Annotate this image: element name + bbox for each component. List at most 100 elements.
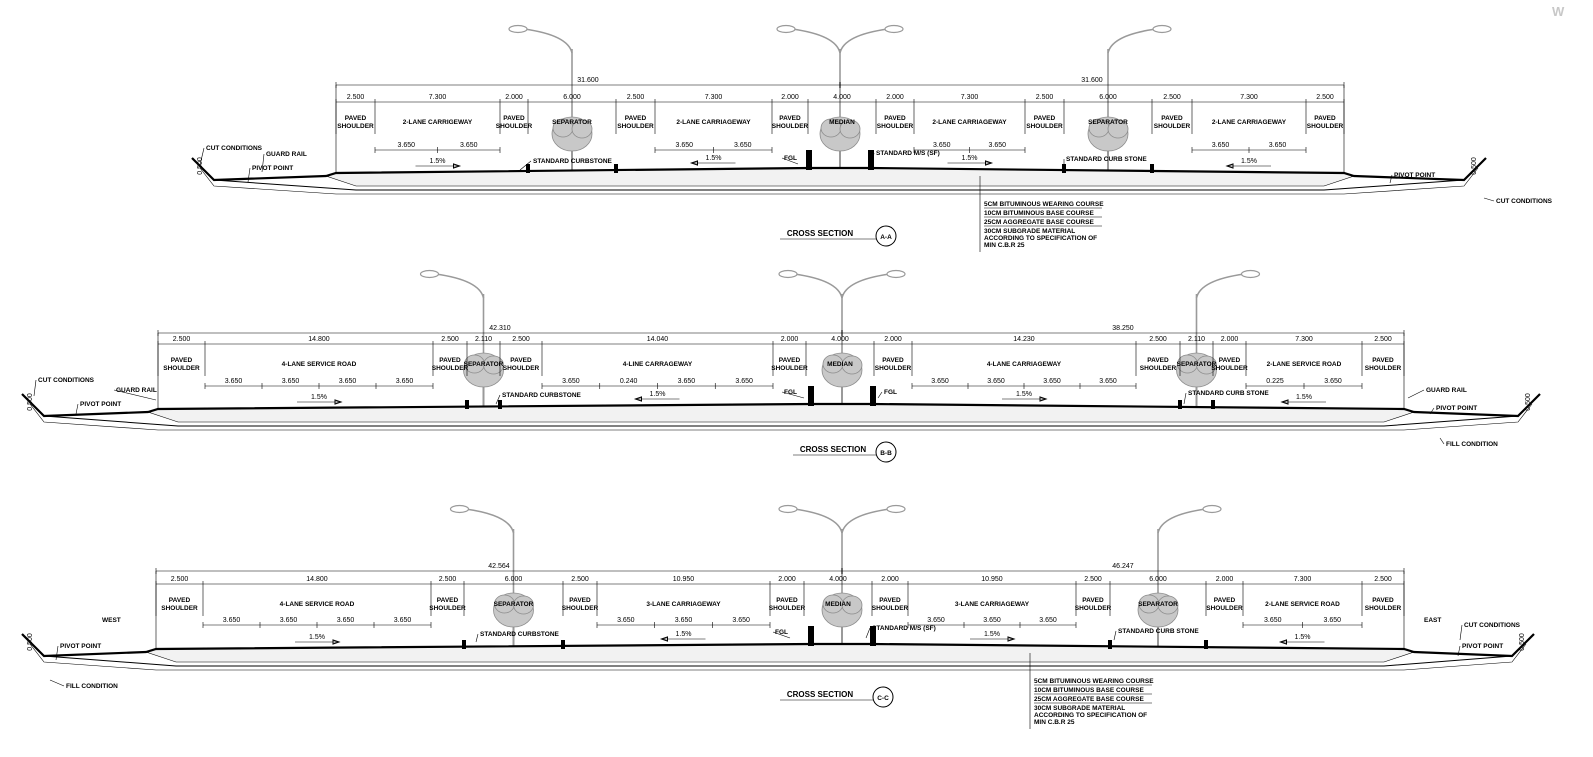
- lane-width: 3.650: [983, 617, 1001, 624]
- pavement-note-line: MIN C.B.R 25: [1034, 719, 1075, 726]
- tree-canopy: [1157, 595, 1179, 615]
- callout-label: CUT CONDITIONS: [1496, 198, 1553, 205]
- tree-canopy: [1107, 119, 1129, 139]
- element-label-line: PAVED: [439, 357, 461, 364]
- lane-width: 3.650: [394, 617, 412, 624]
- width-value: 14.230: [1013, 336, 1035, 343]
- width-value: 10.950: [673, 576, 695, 583]
- slope-arrow-head: [332, 639, 341, 645]
- callout-label: PIVOT POINT: [1436, 405, 1477, 412]
- element-label: SEPARATOR: [552, 119, 592, 126]
- width-value: 2.000: [1216, 576, 1234, 583]
- section-tag-circle: [875, 441, 897, 463]
- element-label: 4-LINE CARRAGEWAY: [623, 361, 693, 368]
- callout-label: CUT CONDITIONS: [1464, 622, 1521, 629]
- slope-label: 1.5%: [1296, 394, 1312, 401]
- callout-label: STANDARD CURBSTONE: [480, 631, 560, 638]
- callout-label: STANDARD CURB STONE: [1118, 628, 1199, 635]
- lane-width: 0.240: [620, 378, 638, 385]
- lamp-arm: [465, 508, 515, 534]
- slope-arrow-head: [453, 163, 462, 169]
- slope-label: 1.5%: [706, 155, 722, 162]
- overall-width-right: 46.247: [1112, 563, 1134, 570]
- element-label-line: SHOULDER: [771, 365, 808, 372]
- width-value: 2.500: [347, 94, 365, 101]
- lane-width: 3.650: [225, 378, 243, 385]
- overall-width-left: 42.564: [488, 563, 510, 570]
- curb-stone: [614, 164, 618, 173]
- callout-label: STANDARD CURB STONE: [1188, 390, 1269, 397]
- watermark-text: W: [1552, 4, 1565, 19]
- element-label-line: PAVED: [779, 115, 801, 122]
- section-tag-circle: [875, 225, 897, 247]
- element-label-line: PAVED: [884, 115, 906, 122]
- lane-width: 3.650: [460, 142, 478, 149]
- element-label-line: SHOULDER: [496, 123, 533, 130]
- element-label-line: PAVED: [1034, 115, 1056, 122]
- element-label-line: SHOULDER: [163, 365, 200, 372]
- lane-width: 3.650: [987, 378, 1005, 385]
- edge-height-left: 0.500: [27, 633, 34, 651]
- slope-arrow-head: [1039, 396, 1048, 402]
- lane-width: 3.650: [396, 378, 414, 385]
- lane-width: 0.225: [1266, 378, 1284, 385]
- width-value: 14.800: [306, 576, 328, 583]
- element-label-line: SHOULDER: [1307, 123, 1344, 130]
- element-label-line: PAVED: [879, 597, 901, 604]
- callout-label: FILL CONDITION: [66, 683, 118, 690]
- element-label-line: SHOULDER: [769, 605, 806, 612]
- leader-line: [33, 379, 37, 397]
- width-value: 10.950: [981, 576, 1003, 583]
- median-barrier: [808, 626, 814, 646]
- embankment-line: [29, 643, 1527, 671]
- subgrade-line: [213, 179, 1465, 191]
- pavement-note: 10CM BITUMINOUS BASE COURSE: [984, 210, 1094, 217]
- element-label-line: PAVED: [1219, 357, 1241, 364]
- width-value: 2.500: [441, 336, 459, 343]
- embankment-line: [199, 167, 1479, 195]
- element-label: SEPARATOR: [494, 601, 534, 608]
- edge-height-right: 0.500: [1519, 633, 1526, 651]
- element-label-line: PAVED: [779, 357, 801, 364]
- element-label-line: PAVED: [345, 115, 367, 122]
- slope-arrow-head: [985, 160, 994, 166]
- leader-line: [1459, 624, 1463, 641]
- element-label-line: SHOULDER: [1154, 123, 1191, 130]
- pavement-note-line: ACCORDING TO SPECIFICATION OF: [1034, 712, 1147, 719]
- tree-canopy: [841, 355, 863, 375]
- element-label: 2-LANE CARRIAGEWAY: [676, 119, 751, 126]
- leader-line: [877, 391, 883, 399]
- leader-line: [75, 403, 79, 415]
- median-barrier: [806, 150, 812, 170]
- element-label-line: SHOULDER: [772, 123, 809, 130]
- lamp-head: [1240, 269, 1261, 279]
- slope-arrow-head: [689, 160, 698, 166]
- element-label-line: PAVED: [1214, 597, 1236, 604]
- element-label-line: PAVED: [510, 357, 532, 364]
- lane-width: 3.650: [223, 617, 241, 624]
- leader-line: [199, 147, 205, 166]
- element-label-line: PAVED: [882, 357, 904, 364]
- leader-line: [781, 391, 805, 399]
- subgrade-line: [43, 415, 1519, 427]
- slope-arrow-head: [334, 399, 343, 405]
- width-value: 2.000: [781, 94, 799, 101]
- element-label: MEDIAN: [827, 361, 853, 368]
- width-value: 2.000: [778, 576, 796, 583]
- lane-width: 3.650: [931, 378, 949, 385]
- lamp-arm: [841, 273, 891, 299]
- slope-arrow-head: [1007, 636, 1016, 642]
- element-label: 2-LANE CARRIAGEWAY: [1212, 119, 1287, 126]
- width-value: 2.500: [512, 336, 530, 343]
- section-tag: A-A: [880, 234, 892, 241]
- element-label-line: PAVED: [503, 115, 525, 122]
- width-value: 2.500: [439, 576, 457, 583]
